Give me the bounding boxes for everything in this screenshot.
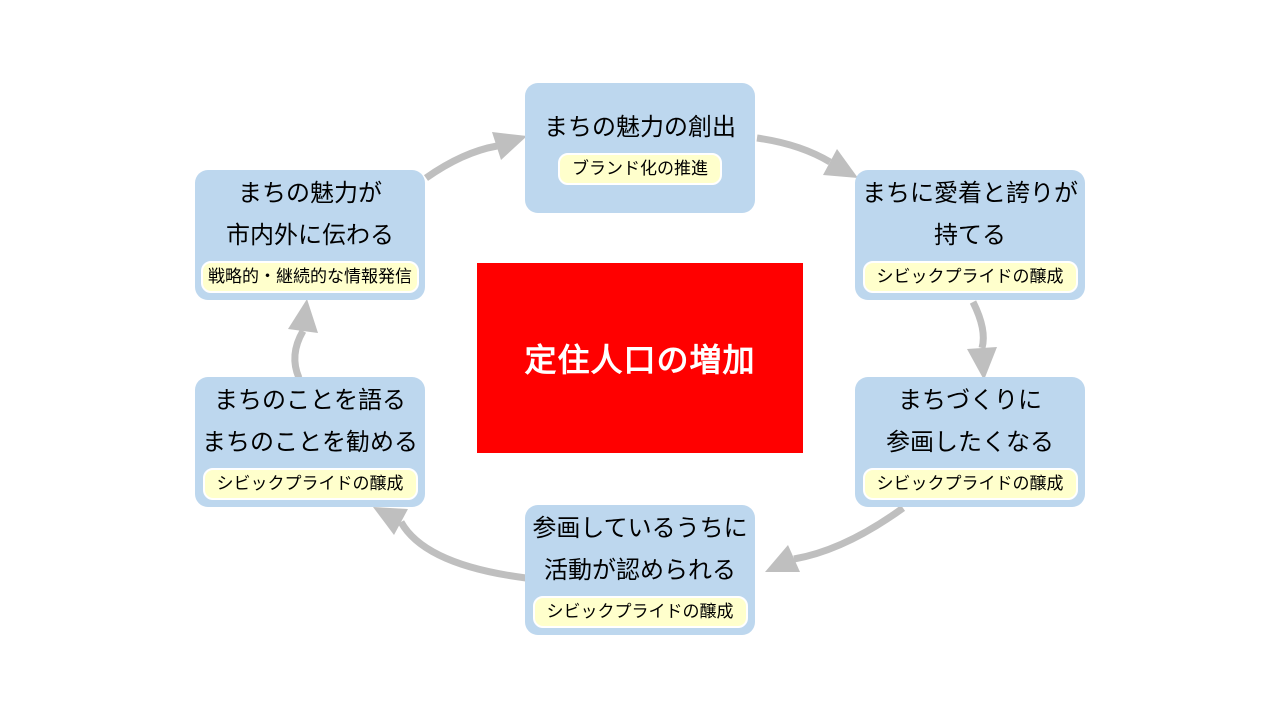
cycle-node-top-right: まちに愛着と誇りが 持てる シビックプライドの醸成 <box>855 170 1085 300</box>
node-line: まちのことを語る <box>214 387 406 414</box>
arrow-bottom-left-to-top-left <box>288 299 318 380</box>
cycle-node-bottom-right: まちづくりに 参画したくなる シビックプライドの醸成 <box>855 377 1085 507</box>
node-line: 活動が認められる <box>544 557 736 584</box>
node-tag: 戦略的・継続的な情報発信 <box>201 261 419 293</box>
cycle-node-bottom-left: まちのことを語る まちのことを勧める シビックプライドの醸成 <box>195 377 425 507</box>
node-tag: シビックプライドの醸成 <box>202 468 418 500</box>
node-line: 参画しているうちに <box>532 515 748 542</box>
node-tag: シビックプライドの醸成 <box>862 468 1078 500</box>
arrow-bottom-right-to-bottom <box>765 505 906 572</box>
arrow-top-to-top-right <box>756 134 858 178</box>
cycle-node-top: まちの魅力の創出 ブランド化の推進 <box>525 83 755 213</box>
node-tag: ブランド化の推進 <box>558 153 722 185</box>
node-line: 持てる <box>934 222 1006 249</box>
arrow-top-right-to-bottom-right <box>967 300 997 380</box>
node-tag: シビックプライドの醸成 <box>532 596 748 628</box>
center-goal-box: 定住人口の増加 <box>477 263 803 453</box>
node-line: 参画したくなる <box>886 429 1054 456</box>
node-line: まちの魅力の創出 <box>544 114 736 141</box>
node-line: 市内外に伝わる <box>226 222 394 249</box>
arrow-bottom-to-bottom-left <box>373 507 527 582</box>
node-line: まちづくりに <box>898 387 1042 414</box>
center-goal-label: 定住人口の増加 <box>524 342 756 378</box>
cycle-node-bottom: 参画しているうちに 活動が認められる シビックプライドの醸成 <box>525 505 755 635</box>
node-tag: シビックプライドの醸成 <box>862 261 1078 293</box>
arrow-top-left-to-top <box>423 132 527 181</box>
node-line: まちに愛着と誇りが <box>862 180 1078 207</box>
node-line: まちの魅力が <box>238 180 382 207</box>
cycle-node-top-left: まちの魅力が 市内外に伝わる 戦略的・継続的な情報発信 <box>195 170 425 300</box>
node-line: まちのことを勧める <box>202 429 418 456</box>
